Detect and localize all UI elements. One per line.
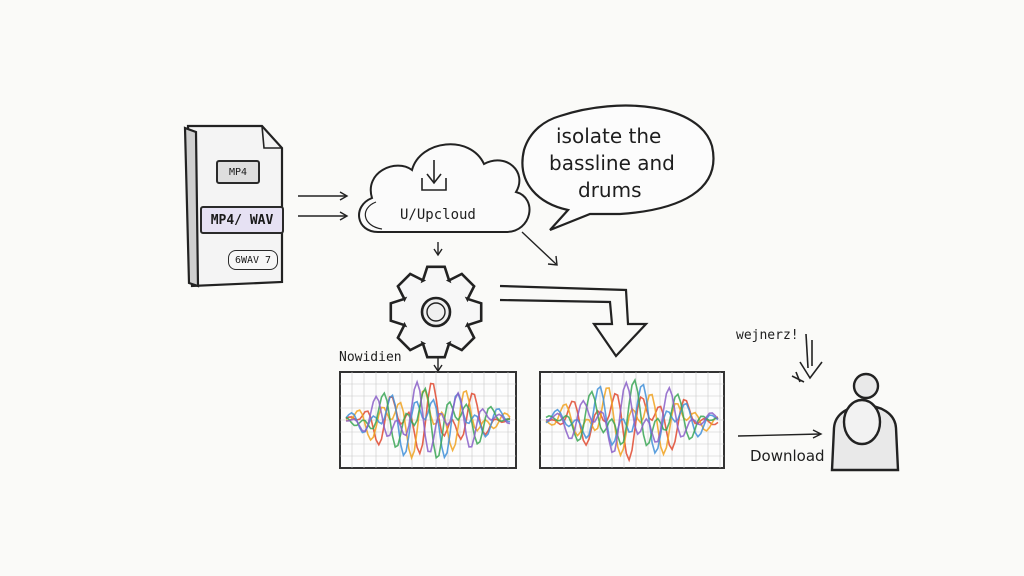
arrow-to-user — [737, 429, 823, 439]
waveform-label: Nowidien — [339, 350, 402, 365]
waveform-line — [546, 380, 719, 454]
gear-icon — [389, 265, 483, 359]
arrow-file-to-cloud — [298, 191, 349, 221]
speech-bubble-line-1: isolate the — [556, 124, 662, 148]
waveform-line — [545, 383, 719, 455]
speech-bubble-line-3: drums — [578, 178, 642, 202]
user-note-label: wejnerz! — [736, 328, 799, 343]
file-format-label-mp4-wav: MP4/ WAV — [200, 206, 284, 234]
waveform-panel-original — [339, 371, 517, 469]
file-format-label-mp4: MP4 — [216, 160, 260, 184]
arrow-cloud-to-output — [521, 231, 558, 266]
waveform-line — [545, 377, 719, 447]
upload-cloud-icon — [358, 143, 531, 233]
download-label: Download — [750, 447, 825, 465]
user-avatar-icon — [830, 372, 900, 472]
speech-bubble-shape — [521, 104, 715, 232]
cloud-upload-label: U/Upcloud — [400, 207, 476, 223]
waveform-line — [345, 379, 511, 453]
note-down-arrow — [791, 333, 823, 383]
arrow-gear-to-waveform — [433, 358, 443, 373]
arrow-cloud-to-gear — [433, 242, 443, 257]
speech-bubble-line-2: bassline and — [549, 151, 675, 175]
waveform-panel-isolated — [539, 371, 725, 469]
download-tray-icon — [421, 160, 447, 191]
big-process-arrow — [499, 284, 649, 358]
file-format-label-wav: 6WAV 7 — [228, 250, 278, 270]
waveform-line — [345, 386, 511, 460]
